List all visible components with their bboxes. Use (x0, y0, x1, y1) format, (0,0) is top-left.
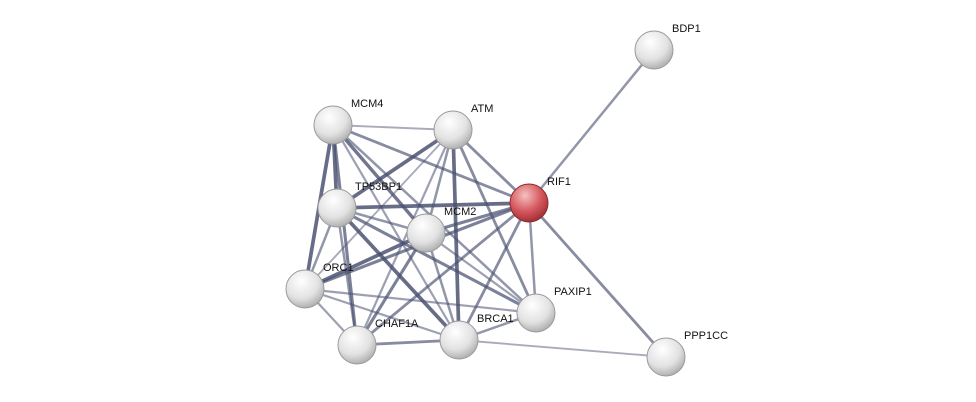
node-atm[interactable]: ATM (433, 103, 493, 150)
node-label: BRCA1 (477, 313, 514, 325)
node-label: RIF1 (547, 176, 571, 188)
node-chaf1a[interactable]: CHAF1A (337, 318, 419, 365)
edge-mcm4-atm (332, 124, 454, 131)
edge-mcm2-chaf1a (355, 232, 428, 346)
node-circle[interactable] (516, 293, 556, 333)
node-label: TP53BP1 (355, 181, 402, 193)
edge-brca1-ppp1cc (458, 339, 667, 358)
node-circle[interactable] (439, 320, 479, 360)
edge-rif1-bdp1 (528, 49, 655, 204)
edge-tp53bp1-rif1 (336, 201, 530, 210)
node-mcm4[interactable]: MCM4 (313, 98, 383, 145)
edge-atm-orc1 (304, 129, 454, 290)
node-label: PPP1CC (684, 330, 728, 342)
node-circle[interactable] (646, 337, 686, 377)
node-rif1[interactable]: RIF1 (509, 176, 571, 223)
node-label: ATM (471, 103, 493, 115)
edge-tp53bp1-paxip1 (336, 206, 537, 315)
node-tp53bp1[interactable]: TP53BP1 (317, 181, 402, 228)
node-bdp1[interactable]: BDP1 (634, 23, 701, 70)
edge-tp53bp1-brca1 (335, 206, 461, 342)
edge-rif1-ppp1cc (527, 202, 668, 358)
edge-mcm4-chaf1a (331, 124, 359, 346)
node-label: ORC1 (323, 262, 354, 274)
node-paxip1[interactable]: PAXIP1 (516, 286, 592, 333)
edge-orc1-brca1 (304, 287, 460, 342)
edge-rif1-brca1 (457, 202, 531, 341)
node-label: CHAF1A (375, 318, 419, 330)
edge-atm-brca1 (451, 129, 461, 341)
node-circle[interactable] (317, 188, 357, 228)
node-label: PAXIP1 (554, 286, 592, 298)
node-circle[interactable] (337, 325, 377, 365)
node-ppp1cc[interactable]: PPP1CC (646, 330, 728, 377)
edge-tp53bp1-chaf1a (335, 207, 359, 346)
node-label: MCM2 (444, 206, 476, 218)
node-mcm2[interactable]: MCM2 (406, 206, 476, 253)
edge-mcm4-brca1 (332, 124, 460, 341)
edge-mcm2-paxip1 (425, 232, 537, 314)
node-orc1[interactable]: ORC1 (285, 262, 354, 309)
edge-rif1-chaf1a (356, 201, 530, 347)
node-circle[interactable] (634, 30, 674, 70)
node-circle[interactable] (433, 110, 473, 150)
edge-atm-chaf1a (355, 129, 455, 346)
node-brca1[interactable]: BRCA1 (439, 313, 514, 360)
node-circle[interactable] (285, 269, 325, 309)
node-circle[interactable] (406, 213, 446, 253)
edge-orc1-paxip1 (304, 287, 537, 315)
node-circle[interactable] (313, 105, 353, 145)
node-label: BDP1 (672, 23, 701, 35)
edge-atm-tp53bp1 (335, 128, 455, 210)
edge-mcm4-rif1 (332, 123, 530, 205)
edge-atm-paxip1 (451, 129, 538, 314)
node-label: MCM4 (351, 98, 383, 110)
node-circle[interactable] (509, 183, 549, 223)
